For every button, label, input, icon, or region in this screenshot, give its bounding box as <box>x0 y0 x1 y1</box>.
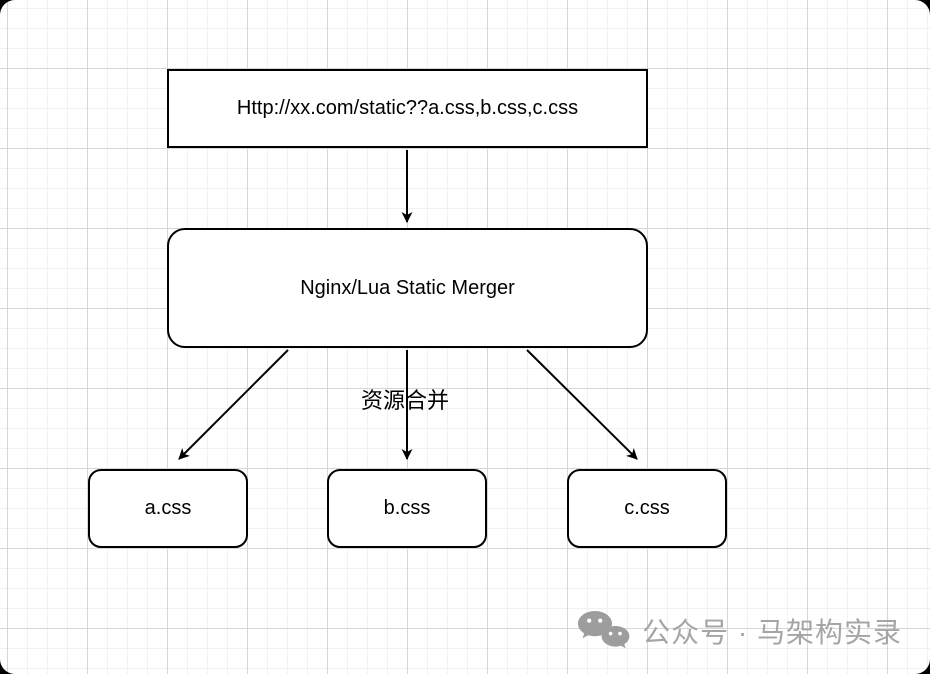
node-nginx-lua-static-merger: Nginx/Lua Static Merger <box>167 228 648 348</box>
edge-merger-to-acss <box>178 349 289 460</box>
node-request-url: Http://xx.com/static??a.css,b.css,c.css <box>167 69 648 148</box>
edge-merger-to-ccss <box>526 349 638 460</box>
wechat-icon <box>578 611 630 649</box>
watermark: 公众号 · 马架构实录 <box>576 610 902 652</box>
node-file-c-css: c.css <box>567 469 727 548</box>
node-file-a-css: a.css <box>88 469 248 548</box>
watermark-text: 公众号 · 马架构实录 <box>642 617 902 648</box>
node-file-b-css: b.css <box>327 469 487 548</box>
edge-label-merge: 资源合并 <box>360 388 449 413</box>
